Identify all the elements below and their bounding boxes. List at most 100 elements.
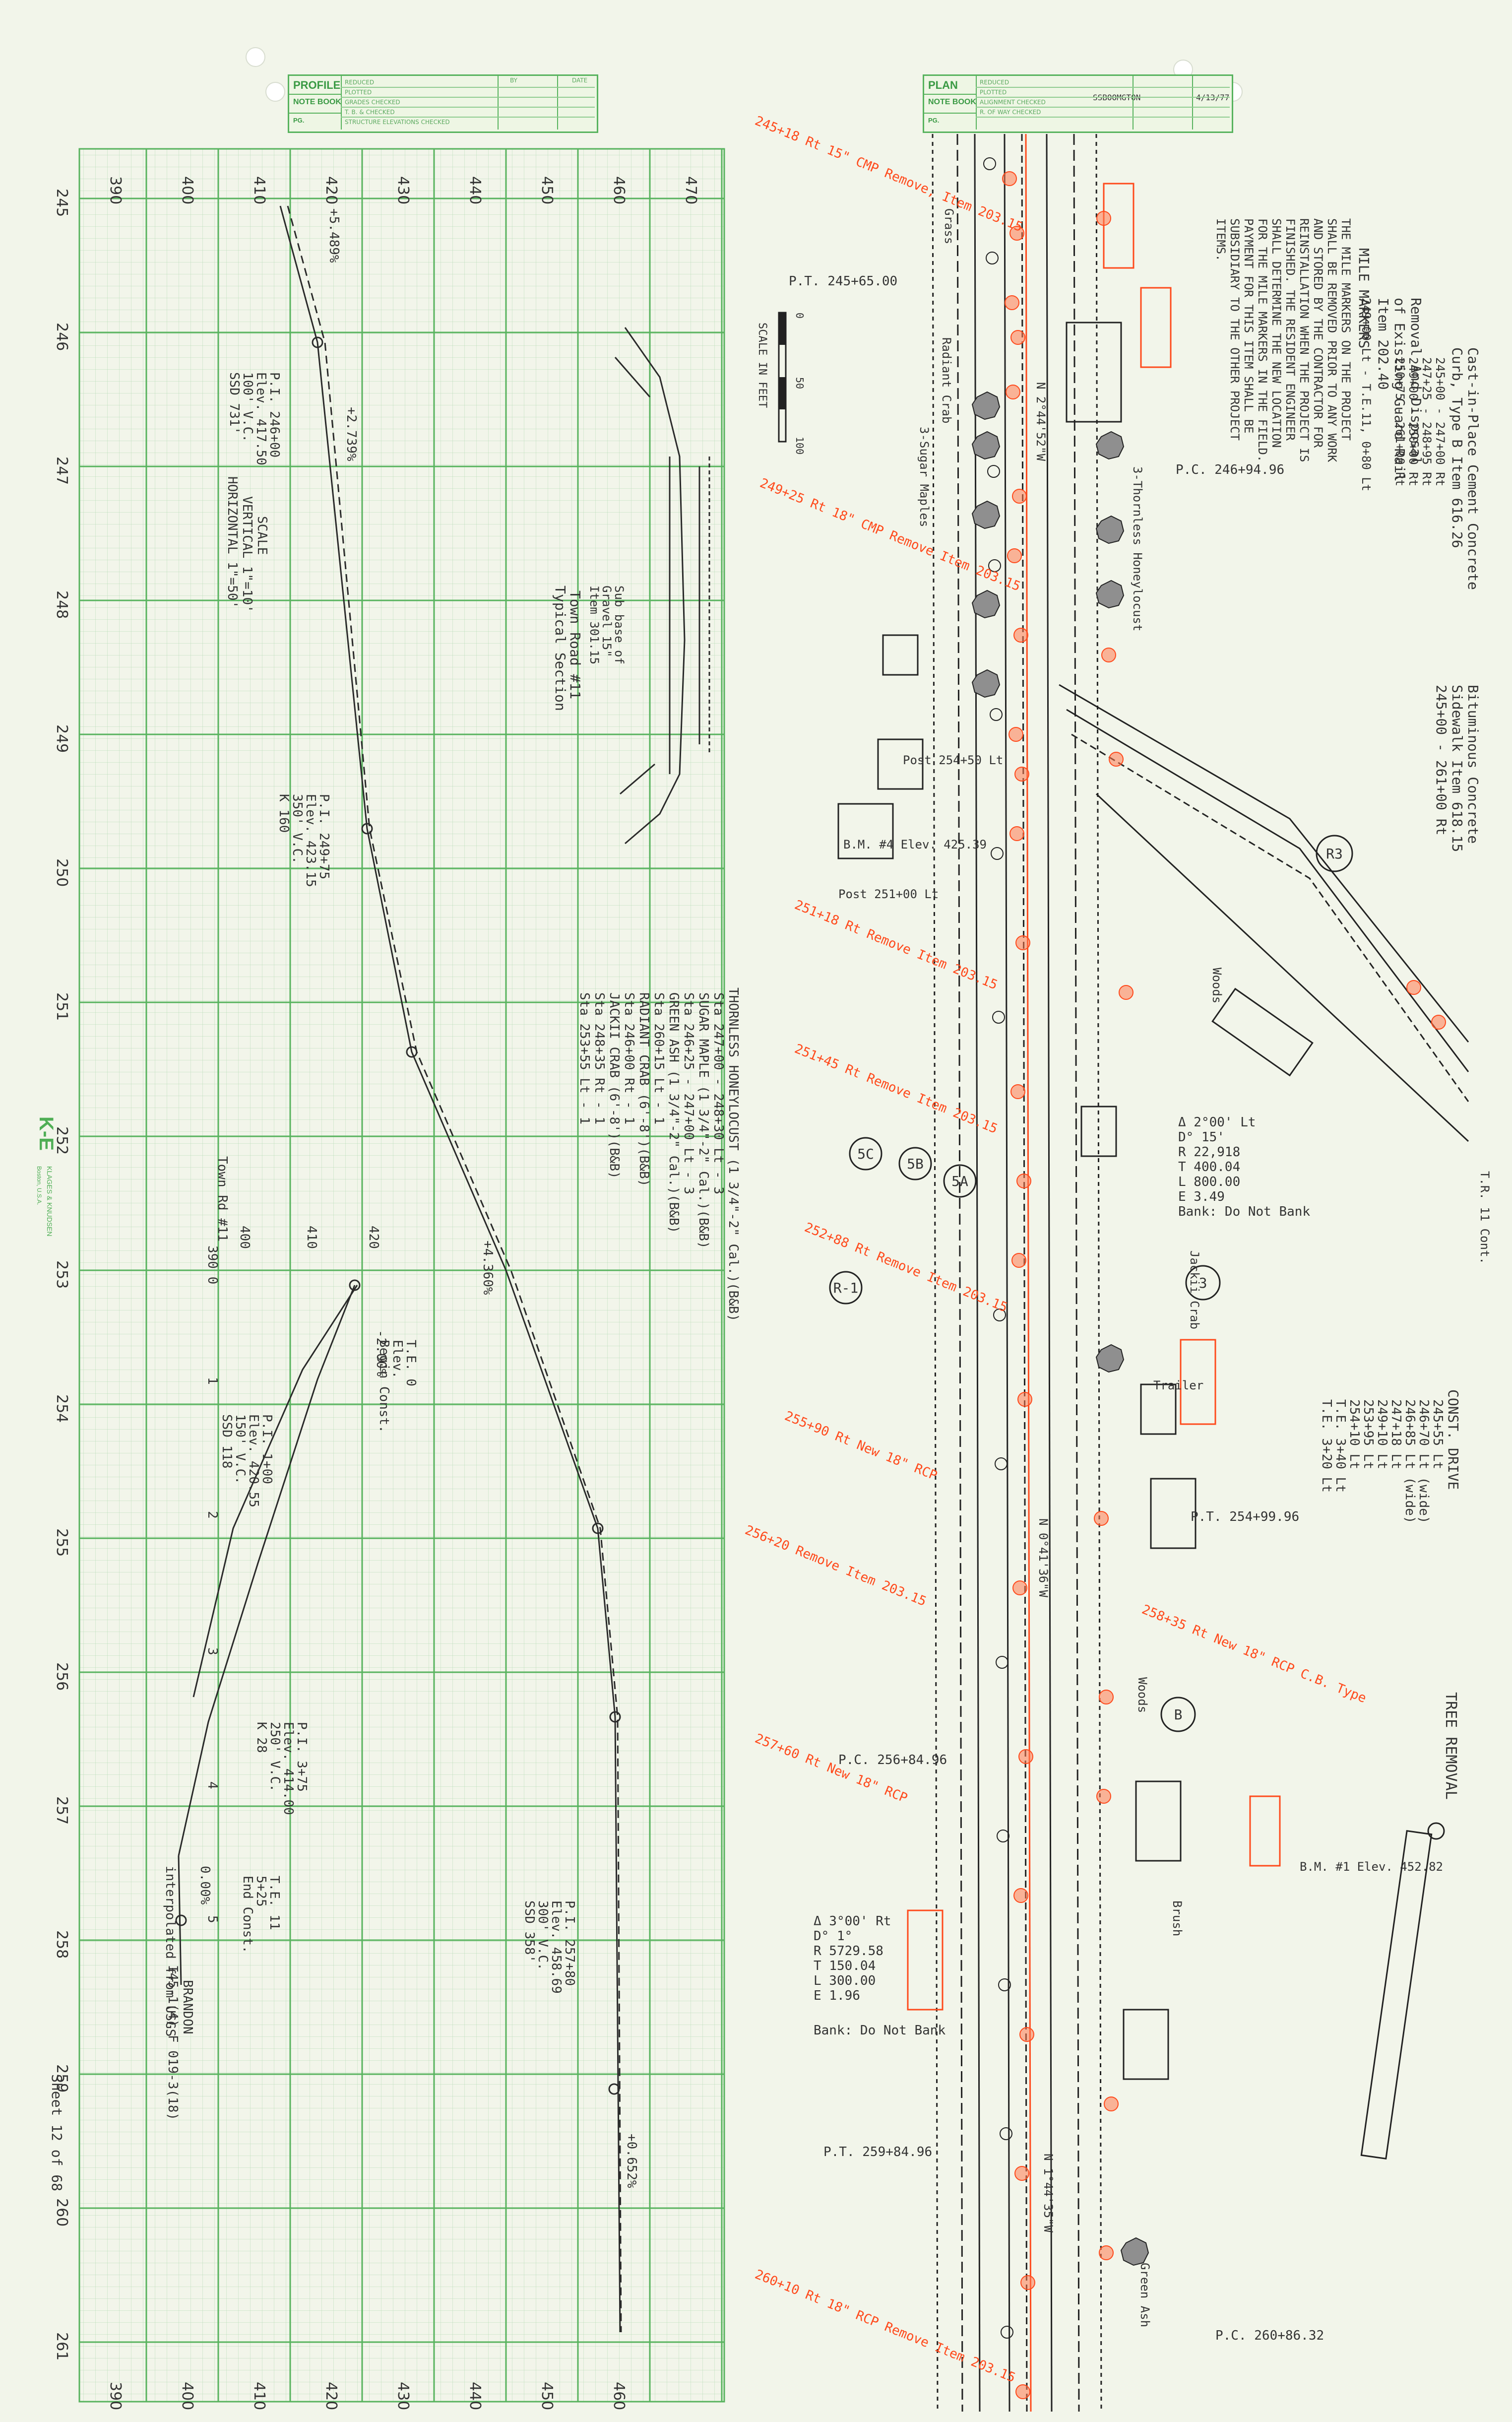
pi-3-line-2: Elev. 458.69 xyxy=(549,1900,564,1994)
mile-markers-line: REINSTALLATION WHEN THE PROJECT IS xyxy=(1297,218,1311,462)
const-drive-note: CONST. DRIVE 245+55 Lt 246+70 Lt (wide) … xyxy=(1319,1389,1461,1523)
elev-label: 460 xyxy=(610,2382,628,2410)
tree-removal-circles xyxy=(1002,171,1446,2399)
pi-4-line-2: Elev. 420.55 xyxy=(246,1414,261,1507)
profile-pg-label: PG. xyxy=(293,117,305,124)
const-drive-entry: 253+95 Lt xyxy=(1361,1399,1376,1469)
planting-line-3: Sta 246+25 - 247+00 Lt - 3 xyxy=(681,992,696,1194)
profile-vertices xyxy=(175,336,621,2095)
curve-1-r: R 22,918 xyxy=(1178,1145,1240,1160)
curb-title-line: Curb, Type B Item 616.26 xyxy=(1449,347,1465,548)
pi-5-line-4: K 28 xyxy=(254,1722,269,1753)
pi-4-line-3: 150' V.C. xyxy=(233,1414,248,1484)
subbase-line-1: Sub base of xyxy=(612,586,626,664)
pi-1-line-4: SSD 731' xyxy=(227,372,242,434)
plan-row-4: R. OF WAY CHECKED xyxy=(980,109,1041,116)
station-label: 256 xyxy=(53,1662,70,1691)
label-grass: Grass xyxy=(942,208,956,244)
const-drive-entry: T.E. 3+40 Lt xyxy=(1333,1399,1348,1493)
removal-note: Removal And Disposal of Existing Guard R… xyxy=(1359,298,1424,491)
profile-block-title: PROFILE xyxy=(293,79,341,91)
station-label: 248 xyxy=(53,590,70,619)
mile-markers-line: SHALL DETERMINE THE NEW LOCATION xyxy=(1269,218,1283,448)
marker-5b-label: 5B xyxy=(907,1156,924,1172)
label-radiant-crab: Radiant Crab xyxy=(940,337,953,423)
curve-1-l: L 800.00 xyxy=(1178,1175,1240,1189)
pi-5-line-2: Elev. 414.00 xyxy=(281,1722,296,1815)
red-boxes xyxy=(907,183,1281,2011)
station-label: 246 xyxy=(53,323,70,351)
removal-line: 249+00 Lt - T.E.11, 0+80 Lt xyxy=(1359,298,1373,491)
curve-2-e: E 1.96 xyxy=(814,1988,860,2003)
pi-2-line-3: 350' V.C. xyxy=(290,794,305,864)
tree-symbol xyxy=(996,1656,1008,1669)
profile-row-4: T. B. & CHECKED xyxy=(345,109,395,116)
tree-symbol xyxy=(995,1457,1008,1470)
mile-markers-line: FOR THE MILE MARKERS IN THE FIELD. xyxy=(1256,218,1269,462)
tree-removal-symbol xyxy=(1427,1822,1445,1840)
profile-row-2: PLOTTED xyxy=(345,89,372,96)
red-note-4: 251+45 Rt Remove Item 203.15 xyxy=(792,1042,1000,1137)
station-label: 257 xyxy=(53,1796,70,1825)
marker-3-label: 3 xyxy=(1199,1275,1207,1291)
tree-symbol xyxy=(997,1830,1009,1842)
planting-line-1: Sta 247+00 - 248+30 Lt - 3 xyxy=(711,992,726,1194)
plan-boxes xyxy=(837,322,1433,2160)
elev-label: 410 xyxy=(251,2382,268,2410)
elev-label: 420 xyxy=(322,2382,340,2410)
curve-1-d: D° 15' xyxy=(1178,1130,1225,1145)
curve-2-t: T 150.04 xyxy=(814,1959,876,1973)
planting-list: THORNLESS HONEYLOCUST (1 3/4"-2" Cal.)(B… xyxy=(577,987,741,1321)
elev-label: 430 xyxy=(394,176,412,204)
plan-row-3: ALIGNMENT CHECKED xyxy=(980,99,1046,106)
station-label: 253 xyxy=(53,1260,70,1289)
marker-b-label: B xyxy=(1174,1706,1183,1723)
red-note-3: 251+18 Rt Remove Item 203.15 xyxy=(792,898,1000,993)
label-sugar-maples: 3-Sugar Maples xyxy=(917,427,931,527)
te-2-line-3: End Const. xyxy=(240,1876,255,1954)
punch-hole xyxy=(265,82,285,102)
elev-label: 450 xyxy=(538,176,556,204)
tree-symbol xyxy=(991,847,1004,860)
profile-grade-line xyxy=(178,205,622,2333)
grade-label-2: +2.739% xyxy=(344,407,359,461)
curb-note: Cast-in-Place Cement Concrete Curb, Type… xyxy=(1393,347,1481,590)
curb-station: 245+00 - 247+00 Rt xyxy=(1433,357,1447,486)
town-road-elev-420: 420 xyxy=(366,1226,381,1249)
scale-in-feet-label: SCALE IN FEET xyxy=(756,323,768,408)
planting-line-6: RADIANT CRAB (6'-8')(B&B) xyxy=(636,992,651,1186)
marker-circle xyxy=(1316,835,1353,872)
planting-title: THORNLESS HONEYLOCUST (1 3/4"-2" Cal.)(B… xyxy=(726,987,741,1321)
elev-label: 400 xyxy=(179,2382,196,2410)
box-post-2: Post 251+00 Lt xyxy=(838,887,939,901)
curb-station: 247+25 - 248+95 Rt xyxy=(1420,357,1434,486)
station-label: 258 xyxy=(53,1930,70,1959)
curve-1-bank: Bank: Do Not Bank xyxy=(1178,1204,1310,1219)
town-road-sta-5: 5 xyxy=(205,1915,220,1923)
marker-r3-label: R3 xyxy=(1326,846,1343,862)
elev-label: 440 xyxy=(466,2382,484,2410)
curve-data-1: Δ 2°00' Lt D° 15' R 22,918 T 400.04 L 80… xyxy=(1178,1115,1310,1219)
marker-circle xyxy=(849,1137,882,1171)
curve-2-l: L 300.00 xyxy=(814,1973,876,1988)
planting-line-5: Sta 260+15 Lt - 1 xyxy=(651,992,666,1124)
station-label: 250 xyxy=(53,858,70,887)
elev-label: 460 xyxy=(610,176,628,204)
trees xyxy=(983,157,1013,2339)
red-note-7: 256+20 Remove Item 203.15 xyxy=(743,1523,928,1609)
town-road-elev-410: 410 xyxy=(304,1226,319,1249)
const-drive-entry: 246+70 Lt (wide) xyxy=(1416,1399,1431,1523)
grade-label-4: +0.652% xyxy=(624,2134,639,2188)
label-green-ash: Green Ash xyxy=(1138,2263,1152,2327)
station-label: 260 xyxy=(53,2198,70,2226)
station-labels: 2452462472482492502512522532542552562572… xyxy=(53,189,70,2360)
tree-symbol xyxy=(988,559,1001,572)
tree-symbol xyxy=(987,465,1000,478)
red-item-notes: 245+18 Rt 15" CMP Remove, Item 203.15 24… xyxy=(743,114,1368,2386)
profile-title-block: PROFILE NOTE BOOK PG. REDUCED PLOTTED GR… xyxy=(288,74,598,133)
planting-line-7: Sta 246+00 Rt - 1 xyxy=(622,992,636,1124)
brandon-project: I45-1(4) F 019-3(18) xyxy=(165,1965,180,2120)
planting-line-10: Sta 253+55 Lt - 1 xyxy=(577,992,592,1124)
const-drive-entry: 245+55 Lt xyxy=(1430,1399,1445,1469)
